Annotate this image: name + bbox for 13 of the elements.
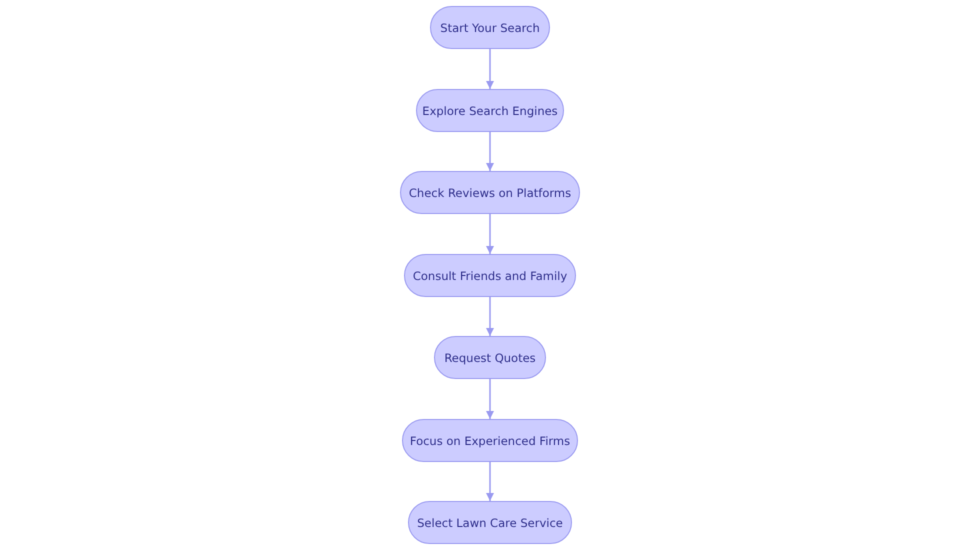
- arrow: [486, 297, 494, 336]
- arrow: [486, 132, 494, 171]
- process-box: Select Lawn Care Service: [408, 501, 572, 544]
- process-box: Focus on Experienced Firms: [402, 419, 578, 462]
- arrow: [486, 462, 494, 501]
- process-box: Check Reviews on Platforms: [400, 171, 580, 214]
- arrow: [486, 49, 494, 89]
- process-box: Consult Friends and Family: [404, 254, 576, 297]
- process-box: Explore Search Engines: [416, 89, 564, 132]
- arrow: [486, 379, 494, 419]
- arrow: [486, 214, 494, 254]
- process-box: Request Quotes: [434, 336, 546, 379]
- process-box: Start Your Search: [430, 6, 550, 49]
